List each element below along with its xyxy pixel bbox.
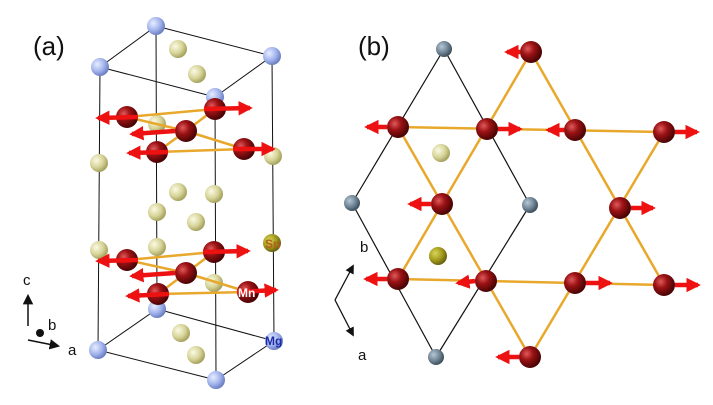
mn-atom [609,197,631,219]
unit-cell-a [97,25,275,381]
mg-atom [436,41,452,57]
cell-edge [97,308,158,351]
mg-atom [207,371,225,389]
panel-b-label: (b) [358,31,390,61]
cell-edge [155,25,273,57]
sn-atom [187,346,205,364]
moment-arrow [455,274,476,289]
cell-edge [99,25,157,68]
a-axis-label: a [358,347,367,364]
mn-bond [396,126,532,358]
mn-bond [397,277,665,287]
sn-atom [90,154,108,172]
cell-edge [214,96,217,381]
mn-bond [529,51,666,286]
mn-atom [475,270,497,292]
moment-arrow [129,268,176,283]
mn-bond [156,147,245,154]
mn-label: Mn [238,286,255,300]
sn-atom [205,274,223,292]
b-axis-label: b [360,239,368,256]
moment-arrow [126,145,169,160]
mn-bonds-b [396,51,666,358]
c-axis-label: c [23,272,31,289]
sn-atom [169,183,187,201]
sn-atom [90,241,108,259]
mg-label: Mg [265,334,282,348]
sn-atom [429,247,447,265]
sn-atom [188,65,206,83]
sn-atom [148,238,166,256]
moment-arrow [129,126,176,141]
panel-a: (a) [22,17,283,389]
mn-atom [431,193,453,215]
mn-atom [175,120,197,142]
sn-atom [263,234,281,252]
mg-atom [265,332,283,350]
mn-atom [653,274,675,296]
sn-atom [205,185,223,203]
sn-atom [187,213,205,231]
sn-atoms-a [90,40,282,364]
magnetic-moments-a [95,101,279,303]
mg-atom [263,47,281,65]
moment-arrow [95,253,139,268]
axes-a: c b a [22,272,77,359]
sn-atom [432,144,450,162]
b-axis-dot [36,329,44,337]
moment-arrow [202,244,251,259]
mn-atom [519,346,541,368]
mn-atoms-b [387,41,675,368]
cell-edge [215,340,275,381]
panel-a-label: (a) [33,31,65,61]
cell-edge [155,25,158,310]
moment-arrow [203,101,253,116]
mn-bond [126,250,215,262]
mg-atom [148,300,166,318]
mn-atom [564,119,586,141]
mn-atom [387,116,409,138]
a-axis-arrow [334,299,354,337]
mn-atom [520,41,542,63]
mn-atom [653,121,675,143]
mg-atom [428,349,444,365]
mg-atom [91,58,109,76]
mn-atom [564,272,586,294]
mg-atom [89,341,107,359]
sn-atom [169,40,187,58]
mg-atoms-b [344,41,538,365]
mn-atom [476,118,498,140]
cell-edge [97,66,101,351]
moment-arrow [95,110,139,125]
mg-atom [344,195,360,211]
cell-edge [271,55,275,342]
mg-atoms-a [89,17,283,389]
axes-b: b a [334,239,368,364]
mg-atom [522,197,538,213]
moment-arrow [236,283,279,298]
mn-bond [528,131,666,358]
a-axis-arrow [27,339,61,350]
mn-atom [175,262,197,284]
mn-bond [396,51,533,280]
mg-atom [147,17,165,35]
sn-atom [148,203,166,221]
a-axis-label: a [68,342,77,359]
cell-edge [99,66,216,98]
sn-label: Sn [265,237,280,251]
mn-bond [397,125,665,134]
cell-edge [97,349,217,381]
panel-b: (b) [334,31,701,368]
moment-arrow [125,288,170,303]
b-axis-label: b [48,317,56,334]
cell-edge [214,55,273,98]
sn-atom [172,324,190,342]
magnetic-moments-b [363,44,701,365]
mn-bond [157,290,249,296]
mn-atom [387,268,409,290]
b-axis-arrow [334,264,354,301]
mn-bond [126,107,216,119]
